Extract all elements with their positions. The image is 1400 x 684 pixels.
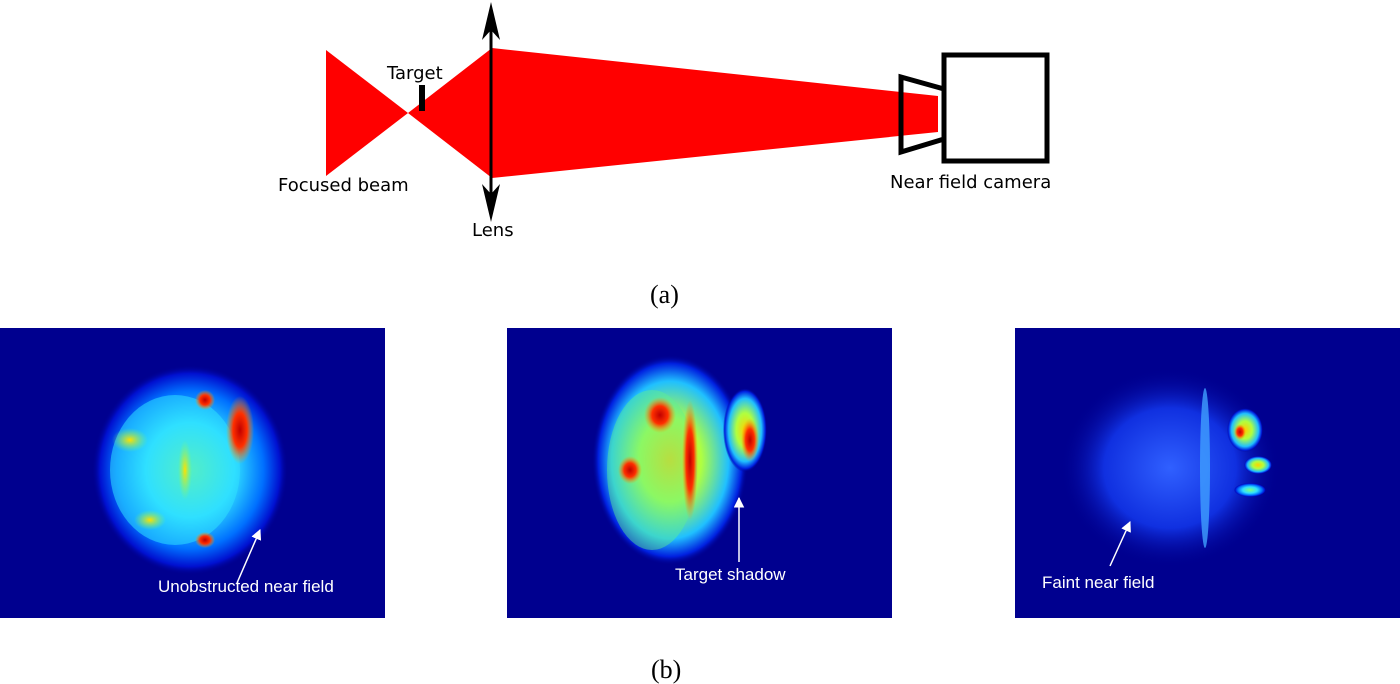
focused-beam-shape — [326, 50, 408, 176]
optical-schematic: Target Lens Focused beam Near field came… — [278, 2, 1051, 309]
panel-target-shadow: Target shadow — [507, 328, 892, 618]
lens-arrow-icon — [482, 2, 500, 222]
collimated-beam-shape — [492, 48, 938, 178]
caption-a: (a) — [650, 280, 679, 309]
annotation-arrow — [1109, 521, 1131, 567]
annotation-arrow — [236, 529, 262, 584]
camera-label: Near field camera — [890, 172, 1051, 193]
panel-faint: Faint near field — [1015, 328, 1400, 618]
panel-unobstructed: Unobstructed near field — [0, 328, 385, 618]
camera-icon — [898, 52, 1050, 164]
focused-beam-label: Focused beam — [278, 175, 409, 196]
panel-annotation: Unobstructed near field — [158, 577, 334, 596]
target-label: Target — [386, 63, 443, 84]
lens-label: Lens — [472, 220, 514, 241]
beam-expanding-shape — [408, 48, 492, 178]
panel-annotation: Target shadow — [675, 565, 786, 584]
panel-annotation: Faint near field — [1042, 573, 1154, 592]
target-marker — [419, 85, 425, 111]
caption-b: (b) — [651, 655, 681, 684]
